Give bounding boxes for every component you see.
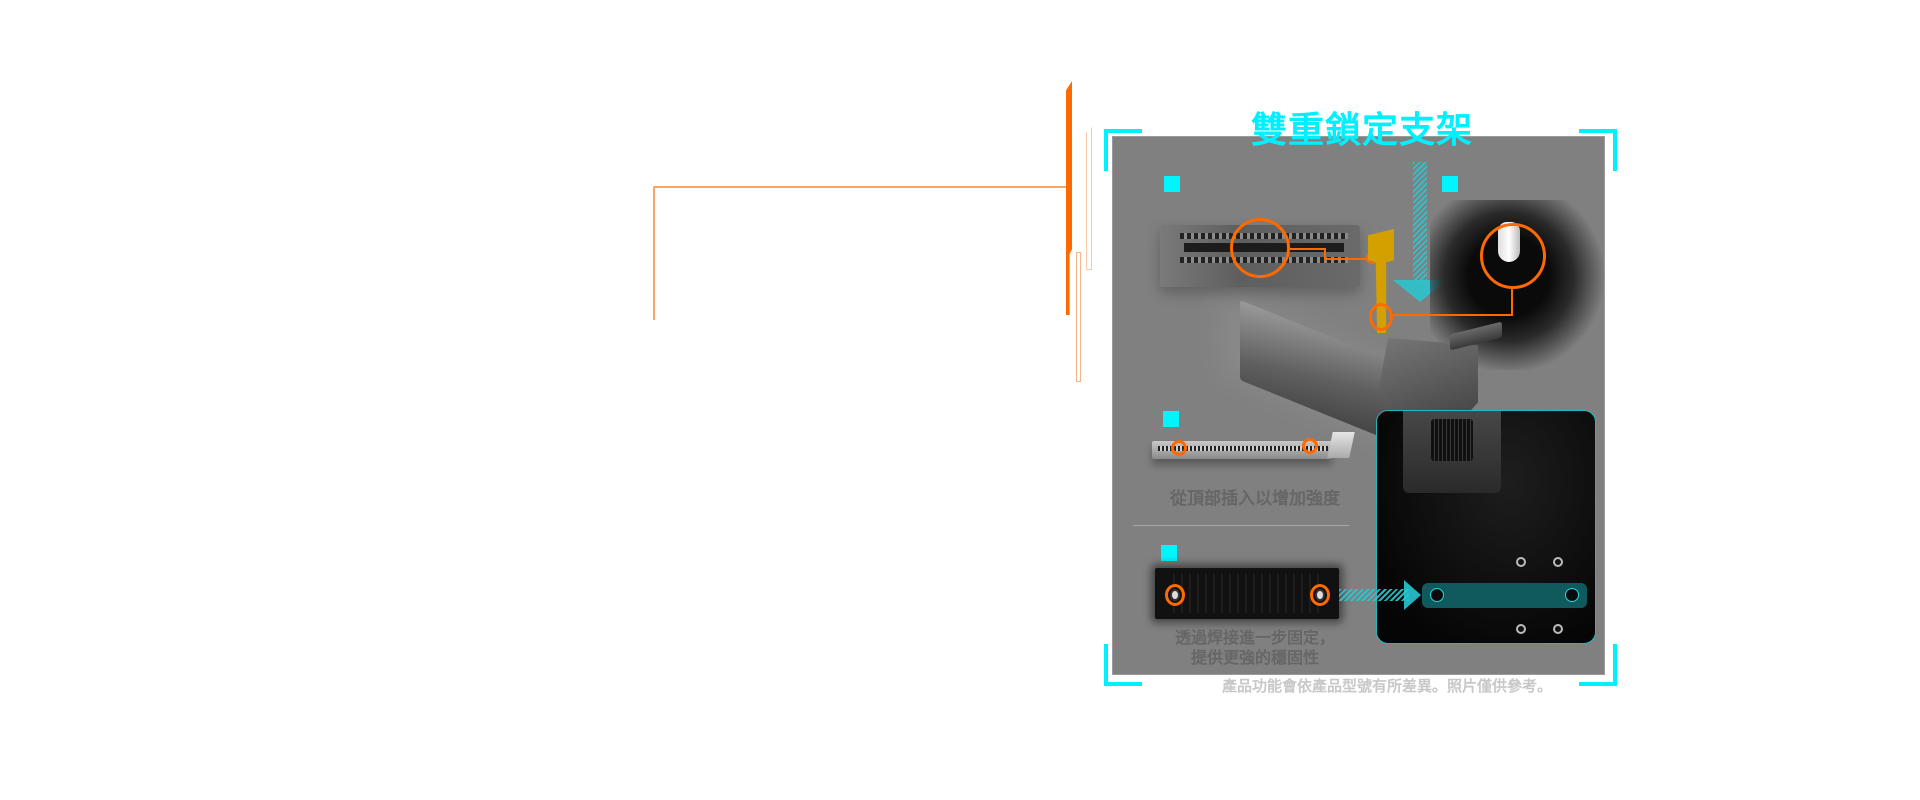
decor-outline-bar	[1086, 127, 1092, 270]
caption-solder-line-2: 提供更強的穩固性	[1190, 648, 1319, 667]
pcie-slot-icon	[1152, 441, 1332, 459]
decor-accent-bar	[1066, 81, 1072, 315]
mount-hole-icon	[1553, 624, 1563, 634]
section-marker-icon	[1442, 176, 1458, 192]
mount-hole-icon	[1516, 624, 1526, 634]
highlight-ring-icon	[1480, 223, 1546, 289]
down-arrow-icon	[1413, 162, 1427, 282]
caption-solder: 透過焊接進一步固定， 提供更強的穩固性	[1140, 628, 1370, 668]
caption-top-insert: 從頂部插入以增加強度	[1170, 489, 1340, 509]
highlight-ring-icon	[1310, 584, 1330, 606]
mount-hole-icon	[1553, 557, 1563, 567]
divider	[1133, 525, 1349, 526]
callout-line	[1290, 248, 1326, 260]
right-arrow-icon	[1404, 580, 1421, 610]
disclaimer-footnote: 產品功能會依產品型號有所差異。照片僅供參考。	[1222, 677, 1553, 695]
frame-corner-top-right	[1579, 129, 1617, 171]
callout-line	[1326, 258, 1372, 260]
caption-solder-line-1: 透過焊接進一步固定，	[1174, 628, 1335, 647]
solder-hole-icon	[1430, 588, 1444, 602]
section-marker-icon	[1161, 545, 1177, 561]
cpu-socket-icon	[1403, 411, 1501, 493]
highlight-ring-icon	[1165, 584, 1185, 606]
callout-line	[1511, 289, 1513, 316]
mount-hole-icon	[1516, 557, 1526, 567]
frame-corner-top-left	[1104, 129, 1142, 171]
frame-corner-bottom-left	[1104, 644, 1142, 686]
highlight-ring-icon	[1171, 440, 1187, 456]
section-marker-icon	[1164, 176, 1180, 192]
highlight-ring-icon	[1302, 438, 1318, 454]
callout-line	[1393, 314, 1513, 316]
solder-hole-icon	[1565, 588, 1579, 602]
decor-line-vertical	[653, 186, 655, 320]
decor-outline-bar	[1076, 252, 1081, 382]
solder-point-bar	[1422, 583, 1587, 608]
feature-title: 雙重鎖定支架	[1250, 110, 1473, 151]
section-marker-icon	[1163, 411, 1179, 427]
right-arrow-icon	[1339, 589, 1409, 601]
pcb-icon	[1155, 568, 1339, 619]
highlight-ring-icon	[1369, 303, 1393, 331]
highlight-ring-icon	[1230, 218, 1290, 278]
decor-line-horizontal	[653, 186, 1067, 188]
frame-corner-bottom-right	[1579, 644, 1617, 686]
